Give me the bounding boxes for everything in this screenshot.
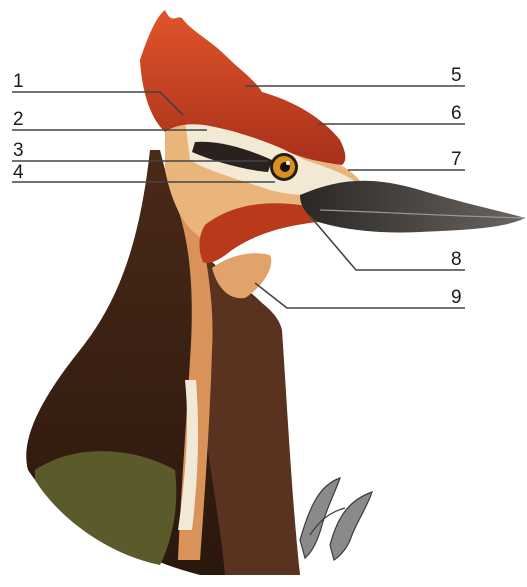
label-6: 6: [451, 104, 462, 123]
label-3: 3: [13, 141, 24, 160]
wing-patch: [35, 451, 176, 565]
label-9: 9: [451, 288, 462, 307]
beak: [300, 181, 525, 233]
leader-line-9: [255, 283, 465, 308]
label-2: 2: [13, 110, 24, 129]
label-4: 4: [13, 163, 24, 182]
label-1: 1: [13, 72, 24, 91]
label-7: 7: [451, 150, 462, 169]
claws: [300, 478, 372, 560]
label-5: 5: [451, 66, 462, 85]
eye-highlight: [286, 161, 290, 165]
label-8: 8: [451, 250, 462, 269]
